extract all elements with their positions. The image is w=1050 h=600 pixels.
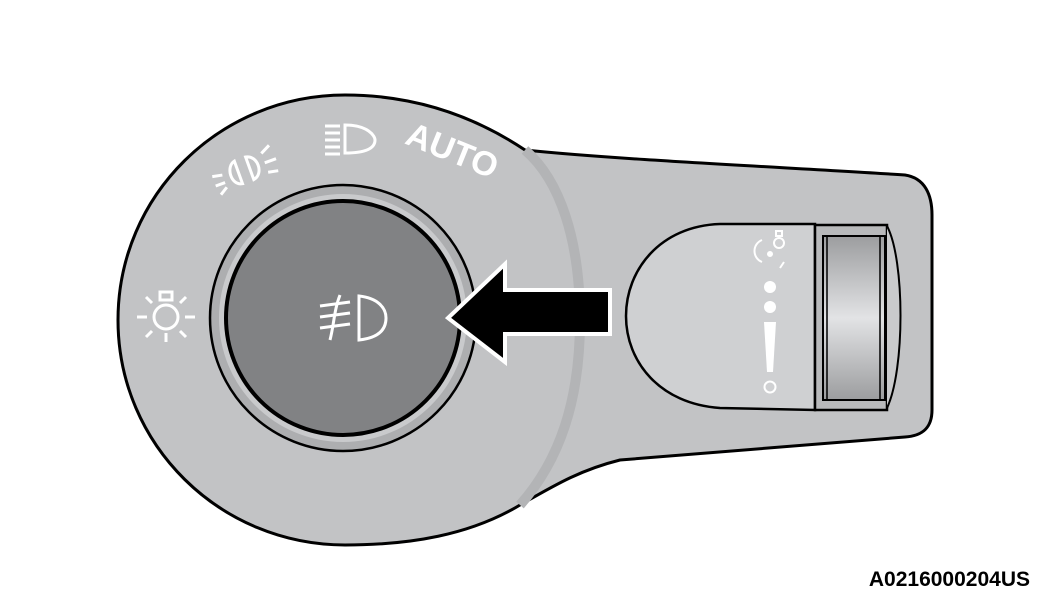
dimmer-pad — [624, 222, 817, 412]
arrow-indicator — [444, 259, 612, 367]
dimmer-off-icon — [763, 380, 777, 394]
dimmer-bar-icon — [764, 322, 776, 372]
figure-caption: A0216000204US — [868, 568, 1030, 591]
dimmer-dot-icon — [764, 281, 776, 293]
fog-light-knob[interactable] — [224, 199, 462, 437]
high-beam-icon — [325, 123, 377, 156]
panel-dimmer-icon — [753, 230, 785, 269]
parking-lights-icon — [137, 290, 195, 342]
dimmer-dot-icon — [764, 301, 776, 313]
front-fog-light-icon — [319, 294, 388, 342]
low-beam-icon — [212, 144, 279, 196]
dimmer-thumbwheel[interactable] — [822, 235, 886, 401]
